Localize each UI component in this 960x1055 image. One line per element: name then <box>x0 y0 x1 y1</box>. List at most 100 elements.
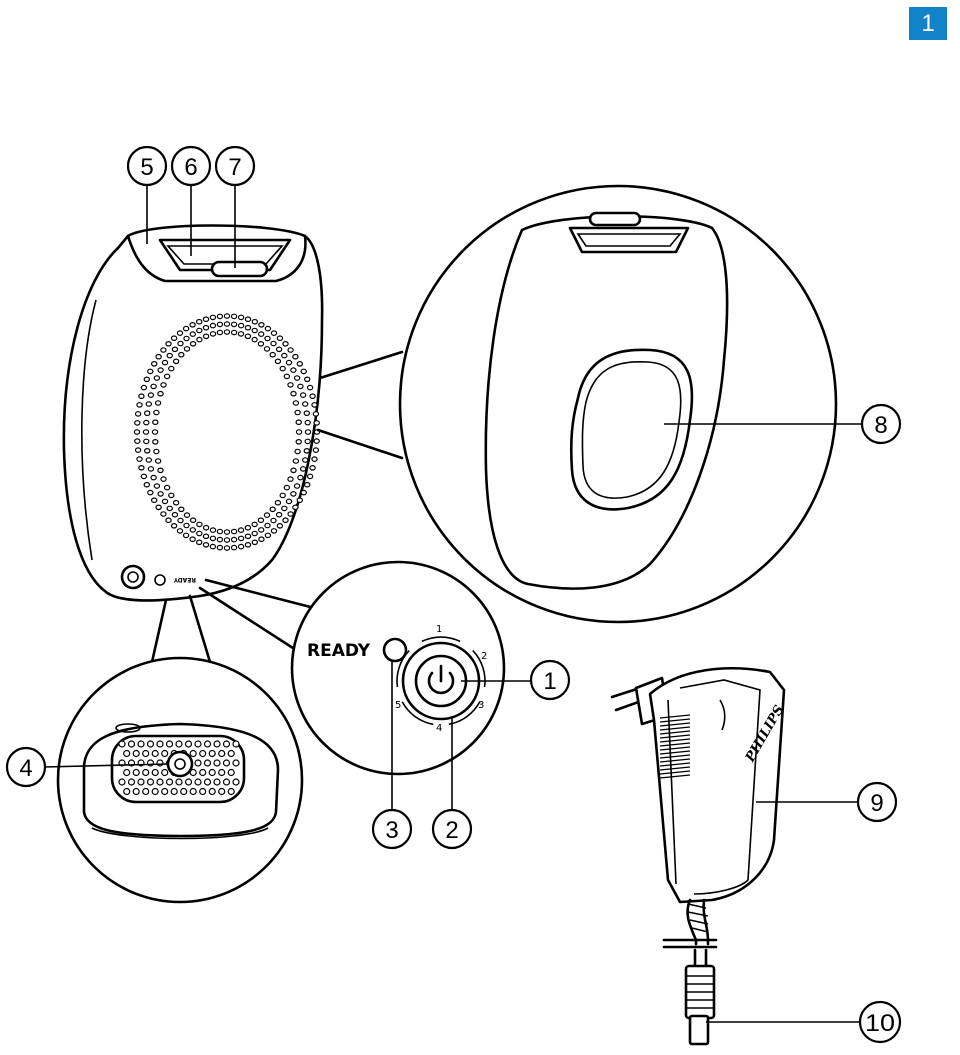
vent-hole <box>244 541 252 548</box>
grille-hole <box>222 759 231 767</box>
grille-hole <box>161 787 169 796</box>
vent-hole <box>230 313 238 320</box>
adapter-vent-line <box>659 738 691 743</box>
dial-segment <box>421 636 461 643</box>
vent-hole <box>304 429 312 435</box>
vent-hole <box>274 358 282 365</box>
grille-hole <box>156 740 164 748</box>
vent-hole <box>153 483 161 489</box>
grille-hole <box>227 749 235 758</box>
vent-hole <box>150 474 157 481</box>
callout-4: 4 <box>5 746 47 788</box>
grille-hole <box>118 740 126 748</box>
vent-hole <box>303 447 310 454</box>
vent-hole <box>287 511 294 517</box>
vent-hole <box>196 530 203 537</box>
intensity-dial[interactable] <box>396 636 486 726</box>
vent-hole <box>270 528 278 534</box>
vent-hole <box>282 517 289 524</box>
vent-hole <box>178 351 185 358</box>
vent-hole <box>196 327 203 334</box>
vent-hole <box>153 409 160 416</box>
grille-center-button[interactable] <box>166 750 194 778</box>
grille-hole <box>203 759 212 767</box>
grille-hole <box>227 787 235 796</box>
grille-hole <box>142 749 150 758</box>
vent-hole <box>282 340 289 347</box>
vent-hole <box>290 367 297 373</box>
vent-hole <box>287 382 294 388</box>
grille-hole <box>132 787 140 796</box>
vent-hole <box>304 438 311 445</box>
dial-segment <box>472 650 486 688</box>
vent-hole <box>166 352 173 359</box>
vent-hole <box>237 543 245 550</box>
vent-hole <box>299 466 307 472</box>
vent-hole <box>136 456 143 462</box>
vent-hole <box>264 335 271 342</box>
adapter-vent-line <box>659 762 691 767</box>
vent-hole <box>276 335 284 342</box>
grille-hole <box>132 768 140 777</box>
vent-hole <box>281 505 288 512</box>
dial-segment <box>396 650 410 688</box>
vent-hole <box>166 505 173 512</box>
vent-hole <box>160 382 167 388</box>
vent-hole <box>183 346 191 352</box>
vent-hole <box>283 484 291 491</box>
callout-9: 9 <box>856 781 898 823</box>
grille-hole <box>218 749 226 758</box>
callout-7: 7 <box>214 145 256 187</box>
vent-hole <box>230 528 238 535</box>
body-power-button[interactable] <box>120 564 146 590</box>
vent-hole <box>297 474 304 481</box>
page-number-badge: 1 <box>909 7 947 40</box>
vent-hole <box>270 517 277 524</box>
vent-hole <box>263 346 271 352</box>
grille-holes <box>118 740 240 796</box>
vent-hole <box>143 410 151 417</box>
grille-hole <box>203 778 212 786</box>
vent-hole <box>306 384 314 391</box>
vent-hole <box>183 335 190 342</box>
intensity-level-1: 1 <box>436 624 442 635</box>
vent-hole <box>196 521 203 528</box>
vent-hole <box>160 511 167 517</box>
adapter-vent-line <box>659 754 691 759</box>
vent-hole <box>157 491 164 497</box>
vent-hole <box>311 402 318 408</box>
grille-hole <box>170 787 178 796</box>
vent-hole <box>172 499 180 506</box>
vent-hole <box>311 456 318 462</box>
vent-hole <box>258 536 265 543</box>
grille-hole <box>199 768 207 777</box>
callout-3-label: 3 <box>385 817 398 844</box>
vent-hole <box>177 517 184 524</box>
vent-hole <box>257 517 265 524</box>
vent-hole <box>313 438 320 444</box>
vent-hole <box>302 457 309 463</box>
vent-hole <box>292 504 299 511</box>
vent-hole <box>209 322 217 329</box>
grille-hole <box>175 778 183 786</box>
vent-hole <box>147 392 155 398</box>
callout-2-label: 2 <box>445 817 458 844</box>
adapter-vent-line <box>659 770 691 775</box>
grille-hole <box>199 749 207 758</box>
vent-hole <box>150 383 157 390</box>
callout-1: 1 <box>529 659 571 701</box>
vent-hole <box>251 318 258 325</box>
vent-hole <box>257 340 265 347</box>
intensity-level-4: 4 <box>436 723 442 734</box>
vent-hole <box>293 375 301 381</box>
vent-hole <box>134 447 142 453</box>
ready-label: READY <box>307 641 371 661</box>
vent-hole <box>237 535 245 542</box>
vent-hole <box>304 481 311 488</box>
grille-hole <box>189 787 197 796</box>
vent-hole <box>151 429 159 435</box>
vent-hole <box>216 536 224 543</box>
vent-hole <box>133 429 141 435</box>
callout-7-label: 7 <box>228 154 241 181</box>
